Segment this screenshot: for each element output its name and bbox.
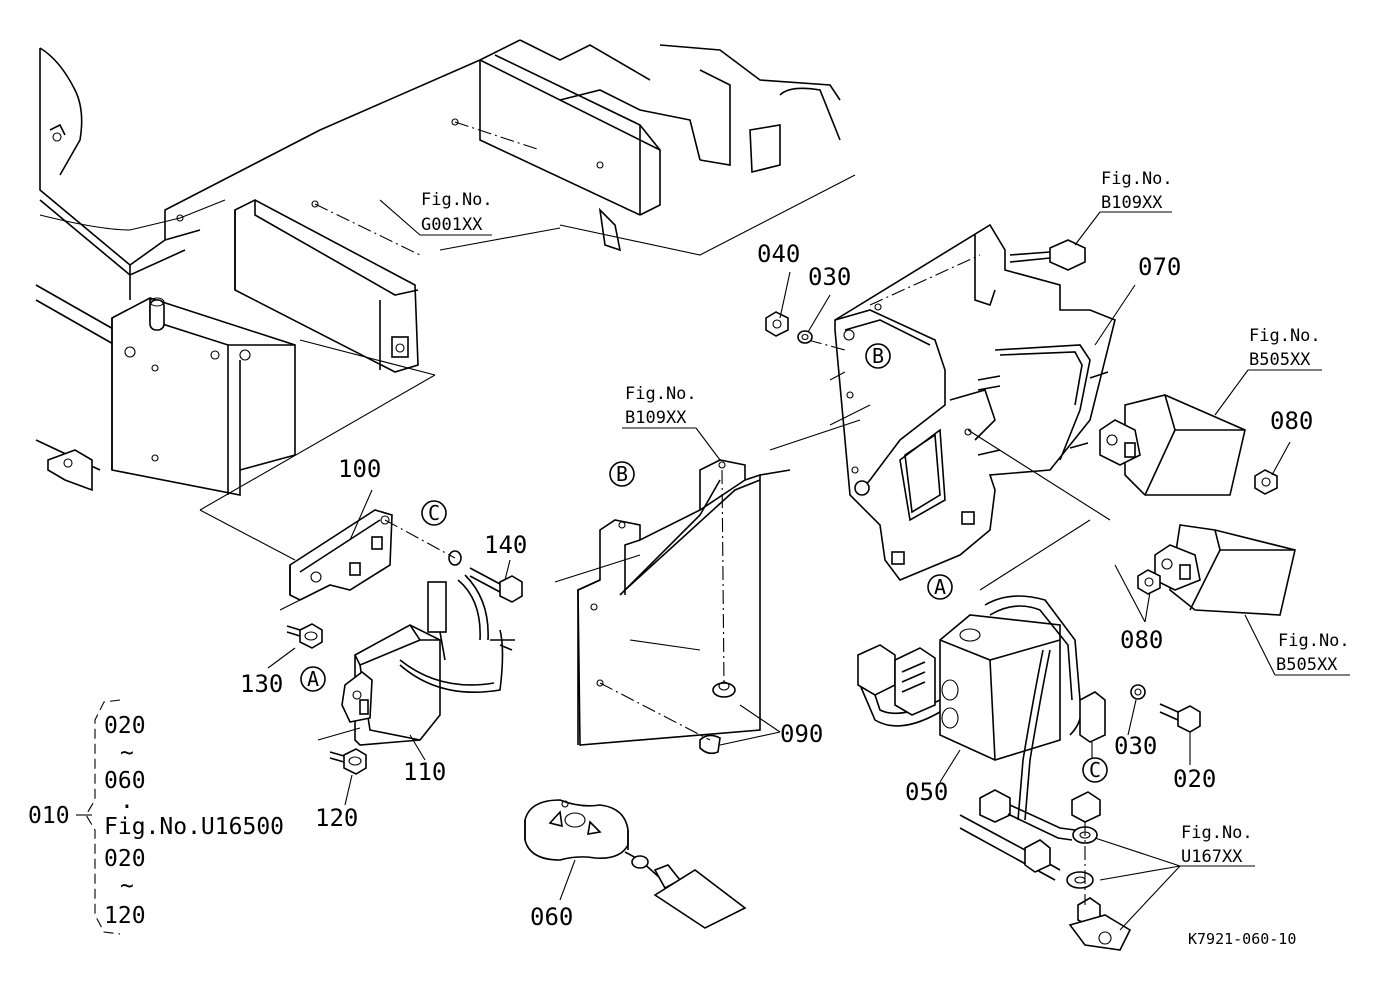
bracket-100 [279,509,393,611]
svg-text:Fig.No.: Fig.No. [1249,326,1321,346]
svg-text:U167XX: U167XX [1181,847,1243,867]
relay-box-b505-top [1099,394,1246,496]
svg-text:B109XX: B109XX [625,408,687,428]
callout-b-panel: B [609,461,635,487]
group-line: . [120,788,134,814]
svg-text:Fig.No.: Fig.No. [1181,823,1253,843]
callout-a-left: A [300,666,326,692]
battery-cable-u167 [959,789,1132,951]
svg-text:A: A [934,575,946,599]
fig-ref-b109-top: Fig.No. B109XX [1101,169,1173,213]
bolt-140 [384,519,523,603]
svg-text:Fig.No.: Fig.No. [421,190,493,210]
group-line: ~ [120,873,134,899]
remote-control-060 [524,799,747,929]
bolt-fig-b109-top [1009,239,1086,271]
group-line: ~ [120,740,134,766]
part-number-080-bottom: 080 [1120,626,1163,654]
part-number-030-bottom: 030 [1114,732,1157,760]
svg-text:Fig.No.: Fig.No. [1101,169,1173,189]
part-number-020: 020 [1173,765,1216,793]
actuator-050 [857,595,1106,821]
svg-text:B505XX: B505XX [1276,655,1338,675]
svg-text:B505XX: B505XX [1249,350,1311,370]
group-line: Fig.No.U16500 [104,814,284,840]
washer-030-top [797,330,813,344]
svg-text:Fig.No.: Fig.No. [625,384,697,404]
part-number-130: 130 [240,670,283,698]
svg-text:B109XX: B109XX [1101,193,1163,213]
part-number-110: 110 [403,758,446,786]
chassis-frame [35,39,856,561]
part-number-100: 100 [338,455,381,483]
group-line: 020 [104,846,146,872]
svg-text:B: B [616,462,628,486]
part-number-050: 050 [905,778,948,806]
grommet-090 [599,469,736,755]
bolt-120 [317,727,367,775]
svg-text:G001XX: G001XX [421,215,483,235]
bolt-020 [1159,703,1201,733]
fig-ref-b505-top: Fig.No. B505XX [1249,326,1321,370]
bracket-070 [769,223,1116,591]
svg-text:A: A [307,667,319,691]
fig-ref-b109-mid: Fig.No. B109XX [625,384,697,428]
washer-030-bottom [1130,684,1146,700]
part-number-080-top: 080 [1270,407,1313,435]
callout-a-right: A [927,574,953,600]
callout-b-bracket: B [865,343,891,369]
part-number-030-top: 030 [808,263,851,291]
part-number-060: 060 [530,903,573,931]
svg-text:C: C [1089,758,1101,782]
electric-box-110 [341,574,515,746]
svg-text:B: B [872,344,884,368]
svg-text:Fig.No.: Fig.No. [1278,631,1350,651]
drawing-code: K7921-060-10 [1188,930,1296,948]
group-line: 060 [104,768,146,794]
fig-ref-b505-bottom: Fig.No. B505XX [1276,631,1350,675]
group-parent-number: 010 [28,803,70,829]
fig-ref-u167: Fig.No. U167XX [1181,823,1253,867]
bolt-130 [286,623,323,649]
nut-040 [765,311,789,337]
part-number-120: 120 [315,804,358,832]
part-number-140: 140 [484,531,527,559]
callout-c-actuator: C [1082,757,1108,783]
fig-ref-g001: Fig.No. G001XX [421,190,493,235]
nut-080-bottom [1137,569,1161,595]
group-line: 020 [104,713,146,739]
relay-box-b505-bottom [1154,524,1296,616]
assembly-group-010: 010 020 ~ 060 . Fig.No.U16500 020 ~ 120 [28,699,284,935]
center-panel [554,459,791,746]
part-number-090: 090 [780,720,823,748]
nut-080-top [1254,469,1278,495]
leader-lines [267,199,1350,931]
part-number-040: 040 [757,240,800,268]
svg-text:C: C [428,501,440,525]
callout-c-cable: C [421,500,447,526]
part-number-070: 070 [1138,253,1181,281]
group-line: 120 [104,903,146,929]
